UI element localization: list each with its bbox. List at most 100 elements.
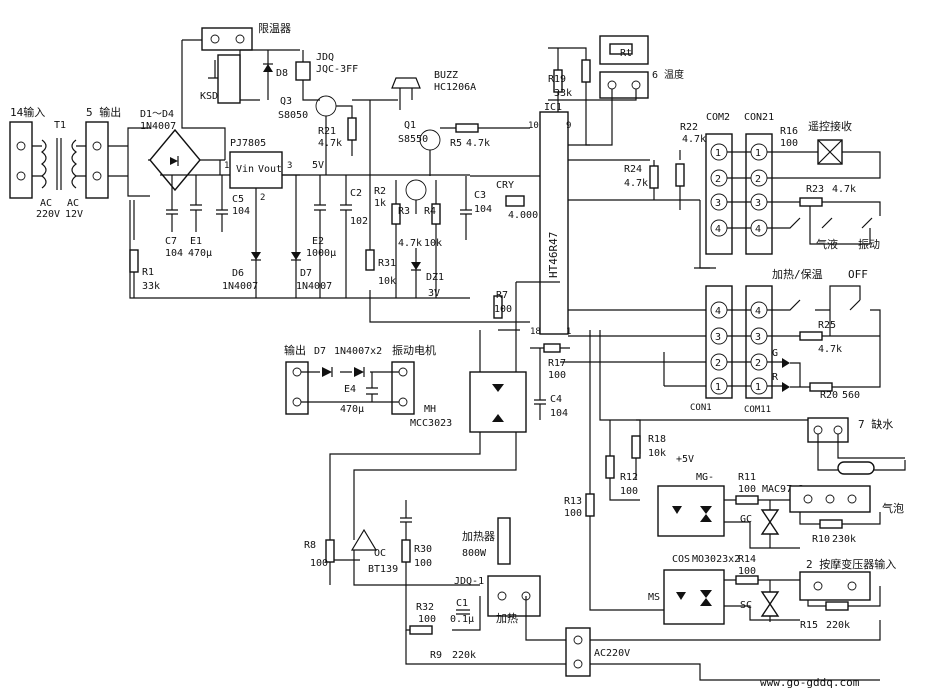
output-connector	[285, 361, 309, 415]
r31-resistor	[365, 249, 375, 271]
label-jdq1: JDQ-1	[454, 576, 484, 587]
label-mcc3023: MCC3023	[410, 418, 452, 429]
label-heat-keep-warm: 加热/保温	[772, 267, 823, 281]
label-5v: 5V	[312, 160, 324, 171]
label-dz1-value: 3V	[428, 288, 440, 299]
label-ic1-pin18: 18	[530, 327, 541, 337]
label-r13: R13	[564, 496, 582, 507]
label-r31: R31	[378, 258, 396, 269]
com11-pin1: 1	[755, 382, 761, 393]
label-e1: E1	[190, 236, 202, 247]
heat-switch-section: 加热/保温 OFF R25 4.7k G R R20 560	[767, 267, 881, 401]
label-s8550: S8550	[398, 134, 428, 145]
label-c1: C1	[456, 598, 468, 609]
label-r15: R15	[800, 620, 818, 631]
label-q3: Q3	[280, 96, 292, 107]
con21-pin3: 3	[755, 198, 761, 209]
label-off: OFF	[848, 268, 868, 281]
label-pin1: 1	[224, 161, 229, 171]
r11-resistor	[735, 495, 759, 505]
opto-mg	[657, 485, 725, 537]
label-oc: OC	[374, 548, 386, 559]
label-r24: R24	[624, 164, 642, 175]
con21-pin1: 1	[755, 148, 761, 159]
label-r8: R8	[304, 540, 316, 551]
label-220v: 220V	[36, 209, 60, 220]
label-r10: R10	[812, 534, 830, 545]
label-temp-6: 6 温度	[652, 68, 684, 81]
r24-resistor	[675, 163, 685, 187]
com2-pin4: 4	[715, 224, 721, 235]
label-heating: 加热	[496, 612, 518, 625]
transformer-secondary	[71, 139, 77, 189]
label-800w: 800W	[462, 548, 487, 559]
label-output-5: 5 输出	[86, 105, 121, 119]
com2-connector: COM2 1 2 3 4	[705, 112, 733, 255]
label-r31-value: 10k	[378, 276, 396, 287]
output-connector-5	[85, 121, 109, 199]
label-ac-in: AC	[40, 198, 52, 209]
heater-element	[497, 517, 511, 565]
label-r21-value: 4.7k	[318, 138, 342, 149]
label-c5: C5	[232, 194, 244, 205]
label-q1: Q1	[404, 120, 416, 131]
com11-pin4: 4	[755, 306, 761, 317]
con21-pin4: 4	[755, 224, 761, 235]
r22-resistor	[649, 165, 659, 189]
label-moc3023: MO3023x2	[692, 554, 740, 565]
label-r12-value: 100	[620, 486, 638, 497]
r4-resistor	[431, 203, 441, 225]
buzzer-section: BUZZ HC1206A Q1 S8550 R5 4.7k	[391, 70, 530, 176]
motor-connector	[391, 361, 415, 415]
r1-resistor	[129, 249, 139, 273]
label-ac-out: AC	[67, 198, 79, 209]
led-red-icon	[782, 382, 790, 392]
label-plus-5v: +5V	[676, 454, 694, 465]
ac220-connector: AC220V	[565, 620, 881, 681]
label-pin3: 3	[287, 161, 292, 171]
label-mh: MH	[424, 404, 436, 415]
heater-triac-section: R8 100 OC BT139 R30 100 加热器 800W JDQ-1 加…	[304, 500, 570, 665]
opto-ms	[663, 569, 725, 625]
label-r22-value: 4.7k	[682, 134, 706, 145]
label-r5-value: 4.7k	[466, 138, 490, 149]
label-r23: R23	[806, 184, 824, 195]
massage-connector	[799, 571, 871, 601]
ground-rail	[129, 160, 470, 299]
r19-resistor	[553, 69, 563, 93]
label-vout: Vout	[258, 164, 282, 175]
label-r4: R4	[424, 206, 436, 217]
label-r20-value: 560	[842, 390, 860, 401]
label-d7-value: 1N4007	[296, 281, 332, 292]
label-c5-value: 104	[232, 206, 250, 217]
label-d7b-value: 1N4007x2	[334, 346, 382, 357]
label-r22: R22	[680, 122, 698, 133]
label-vin: Vin	[236, 164, 254, 175]
label-con21: CON21	[744, 112, 774, 123]
heater-connector	[487, 575, 541, 617]
r7-resistor	[493, 295, 503, 319]
label-r14: R14	[738, 554, 756, 565]
label-e4-value: 470μ	[340, 404, 364, 415]
label-cos: COS	[672, 554, 690, 565]
label-com11: COM11	[744, 405, 771, 415]
label-12v: 12V	[65, 209, 83, 220]
label-e1-value: 470μ	[188, 248, 212, 259]
label-r7: R7	[496, 290, 508, 301]
bridge-rectifier: D1～D4 1N4007	[108, 109, 225, 197]
com11-connector: 4 3 2 1 COM11	[744, 285, 773, 415]
label-r16-value: 100	[780, 138, 798, 149]
label-r32-value: 100	[418, 614, 436, 625]
r12-resistor	[605, 455, 615, 479]
label-vibration-motor: 振动电机	[392, 343, 436, 357]
label-e2-value: 1000μ	[306, 248, 336, 259]
mcc3023-optocoupler: MH MCC3023 R7 100 R17 100 C4 104	[329, 281, 570, 561]
label-r25-value: 4.7k	[818, 344, 842, 355]
label-con1: CON1	[690, 403, 712, 413]
label-ic1: IC1	[544, 102, 562, 113]
con1-pin3: 3	[715, 332, 721, 343]
r15-resistor	[825, 601, 849, 611]
label-c2: C2	[350, 188, 362, 199]
con1-connector: 4 3 2 1 CON1	[690, 285, 733, 413]
label-r20: R20	[820, 390, 838, 401]
